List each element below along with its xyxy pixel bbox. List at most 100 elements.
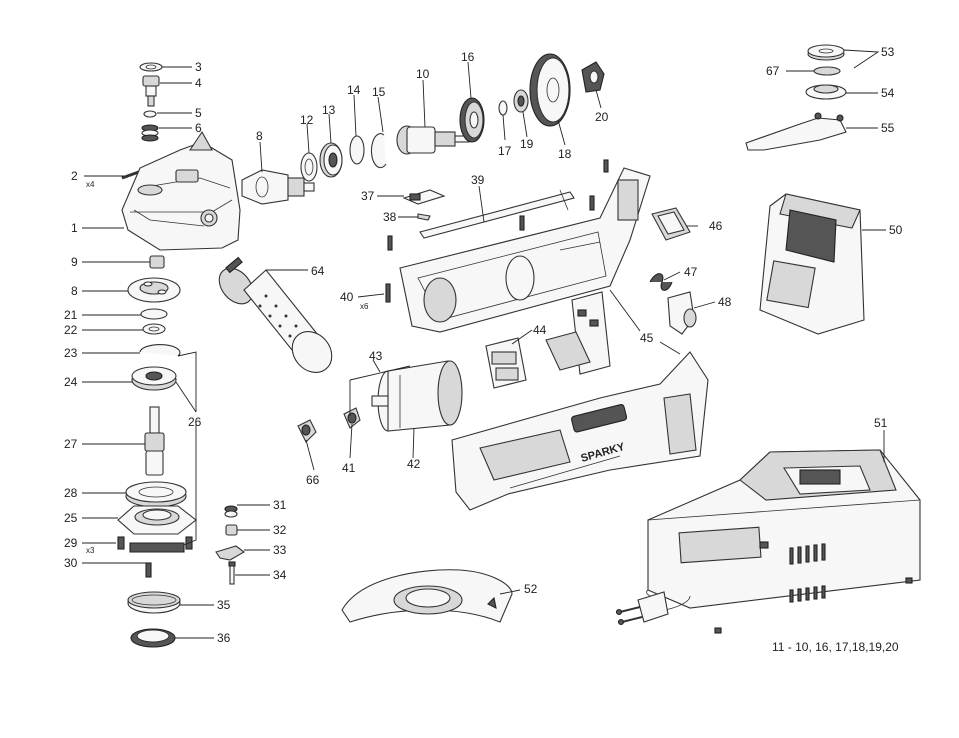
part-12-ring [300,152,318,182]
part-33-lever [215,545,245,561]
part-25-bearing-plate [117,505,197,535]
label-3: 3 [195,60,202,74]
label-8b: 8 [256,129,263,143]
part-15-circlip [370,133,387,169]
part-53-flange-nut [807,44,845,61]
part-21-washer [140,308,168,320]
part-45-motor-housing-half [399,167,651,333]
part-51-charger [647,449,921,634]
label-31: 31 [273,498,287,512]
label-54: 54 [881,86,895,100]
part-1-gear-housing [121,130,241,251]
label-34: 34 [273,568,287,582]
label-6: 6 [195,121,202,135]
label-40: 40 [340,290,354,304]
label-37: 37 [361,189,375,203]
label-64: 64 [311,264,325,278]
part-54-inner-flange [805,84,847,100]
part-9-bearing [149,255,165,269]
label-32: 32 [273,523,287,537]
part-23-circlip [139,344,181,357]
label-15: 15 [372,85,386,99]
part-4-spindle-lock-pin [142,75,160,107]
part-labels: 3 4 5 6 2 x4 1 9 8 21 22 23 24 26 27 28 … [64,45,903,645]
part-66-knob [297,419,317,443]
part-13-bearing [319,142,343,178]
part-67-washer [813,66,841,76]
label-41: 41 [342,461,356,475]
part-24-ball-bearing [131,366,177,391]
label-18: 18 [558,147,572,161]
part-35-guard-clamp-ring [127,591,181,614]
part-64-side-handle [218,256,333,373]
part-46-rubber-plate [651,207,691,241]
part-44-switch [485,337,527,389]
part-31-spring [224,505,238,518]
part-34-screw [228,561,236,585]
label-26: 26 [188,415,202,429]
label-21: 21 [64,308,78,322]
part-55-spanner [745,112,847,151]
label-48: 48 [718,295,732,309]
part-30-screw [145,562,152,578]
label-22: 22 [64,323,78,337]
label-33: 33 [273,543,287,557]
label-25: 25 [64,511,78,525]
part-36-seal-ring [130,628,176,648]
label-12: 12 [300,113,314,127]
label-9: 9 [71,255,78,269]
label-28: 28 [64,486,78,500]
qty-29: x3 [86,546,95,555]
label-44: 44 [533,323,547,337]
part-27-spindle [144,406,165,476]
label-38: 38 [383,210,397,224]
part-47-spring [649,273,673,291]
label-45: 45 [640,331,654,345]
label-24: 24 [64,375,78,389]
label-4: 4 [195,76,202,90]
label-46: 46 [709,219,723,233]
label-10: 10 [416,67,430,81]
part-18-fan [529,53,571,127]
part-5-o-ring [143,110,157,118]
part-6-spring [141,124,159,142]
label-23: 23 [64,346,78,360]
part-38-spring-clip [417,213,431,221]
qty-2: x4 [86,180,95,189]
label-29: 29 [64,536,78,550]
footnote-note: 11 - 10, 16, 17,18,19,20 [772,640,899,654]
label-42: 42 [407,457,421,471]
part-10-armature-shaft [396,125,470,155]
part-3-washer [139,62,163,72]
leader-lines [82,49,886,639]
label-39: 39 [471,173,485,187]
label-8a: 8 [71,284,78,298]
label-14: 14 [347,83,361,97]
part-22-washer [142,323,166,335]
part-44-electronic-module [545,291,611,375]
qty-40: x6 [360,302,369,311]
label-30: 30 [64,556,78,570]
label-16: 16 [461,50,475,64]
charger-vents [789,543,826,603]
part-39-switch-rod [419,189,575,239]
part-40-screws [385,159,609,303]
part-45-housing-shell [451,351,709,511]
label-13: 13 [322,103,336,117]
label-20: 20 [595,110,609,124]
label-67: 67 [766,64,780,78]
power-cord-plug [615,589,691,626]
part-8-bearing-flange [127,277,181,303]
label-53: 53 [881,45,895,59]
label-43: 43 [369,349,383,363]
label-17: 17 [498,144,512,158]
label-35: 35 [217,598,231,612]
part-20-nut [581,61,605,93]
label-47: 47 [684,265,698,279]
part-19-bearing [513,89,529,113]
part-50-battery-pack [759,193,865,335]
part-26-gasket [129,542,185,553]
label-52: 52 [524,582,538,596]
part-42-motor [371,360,463,432]
part-37-switch-slider [402,189,446,205]
